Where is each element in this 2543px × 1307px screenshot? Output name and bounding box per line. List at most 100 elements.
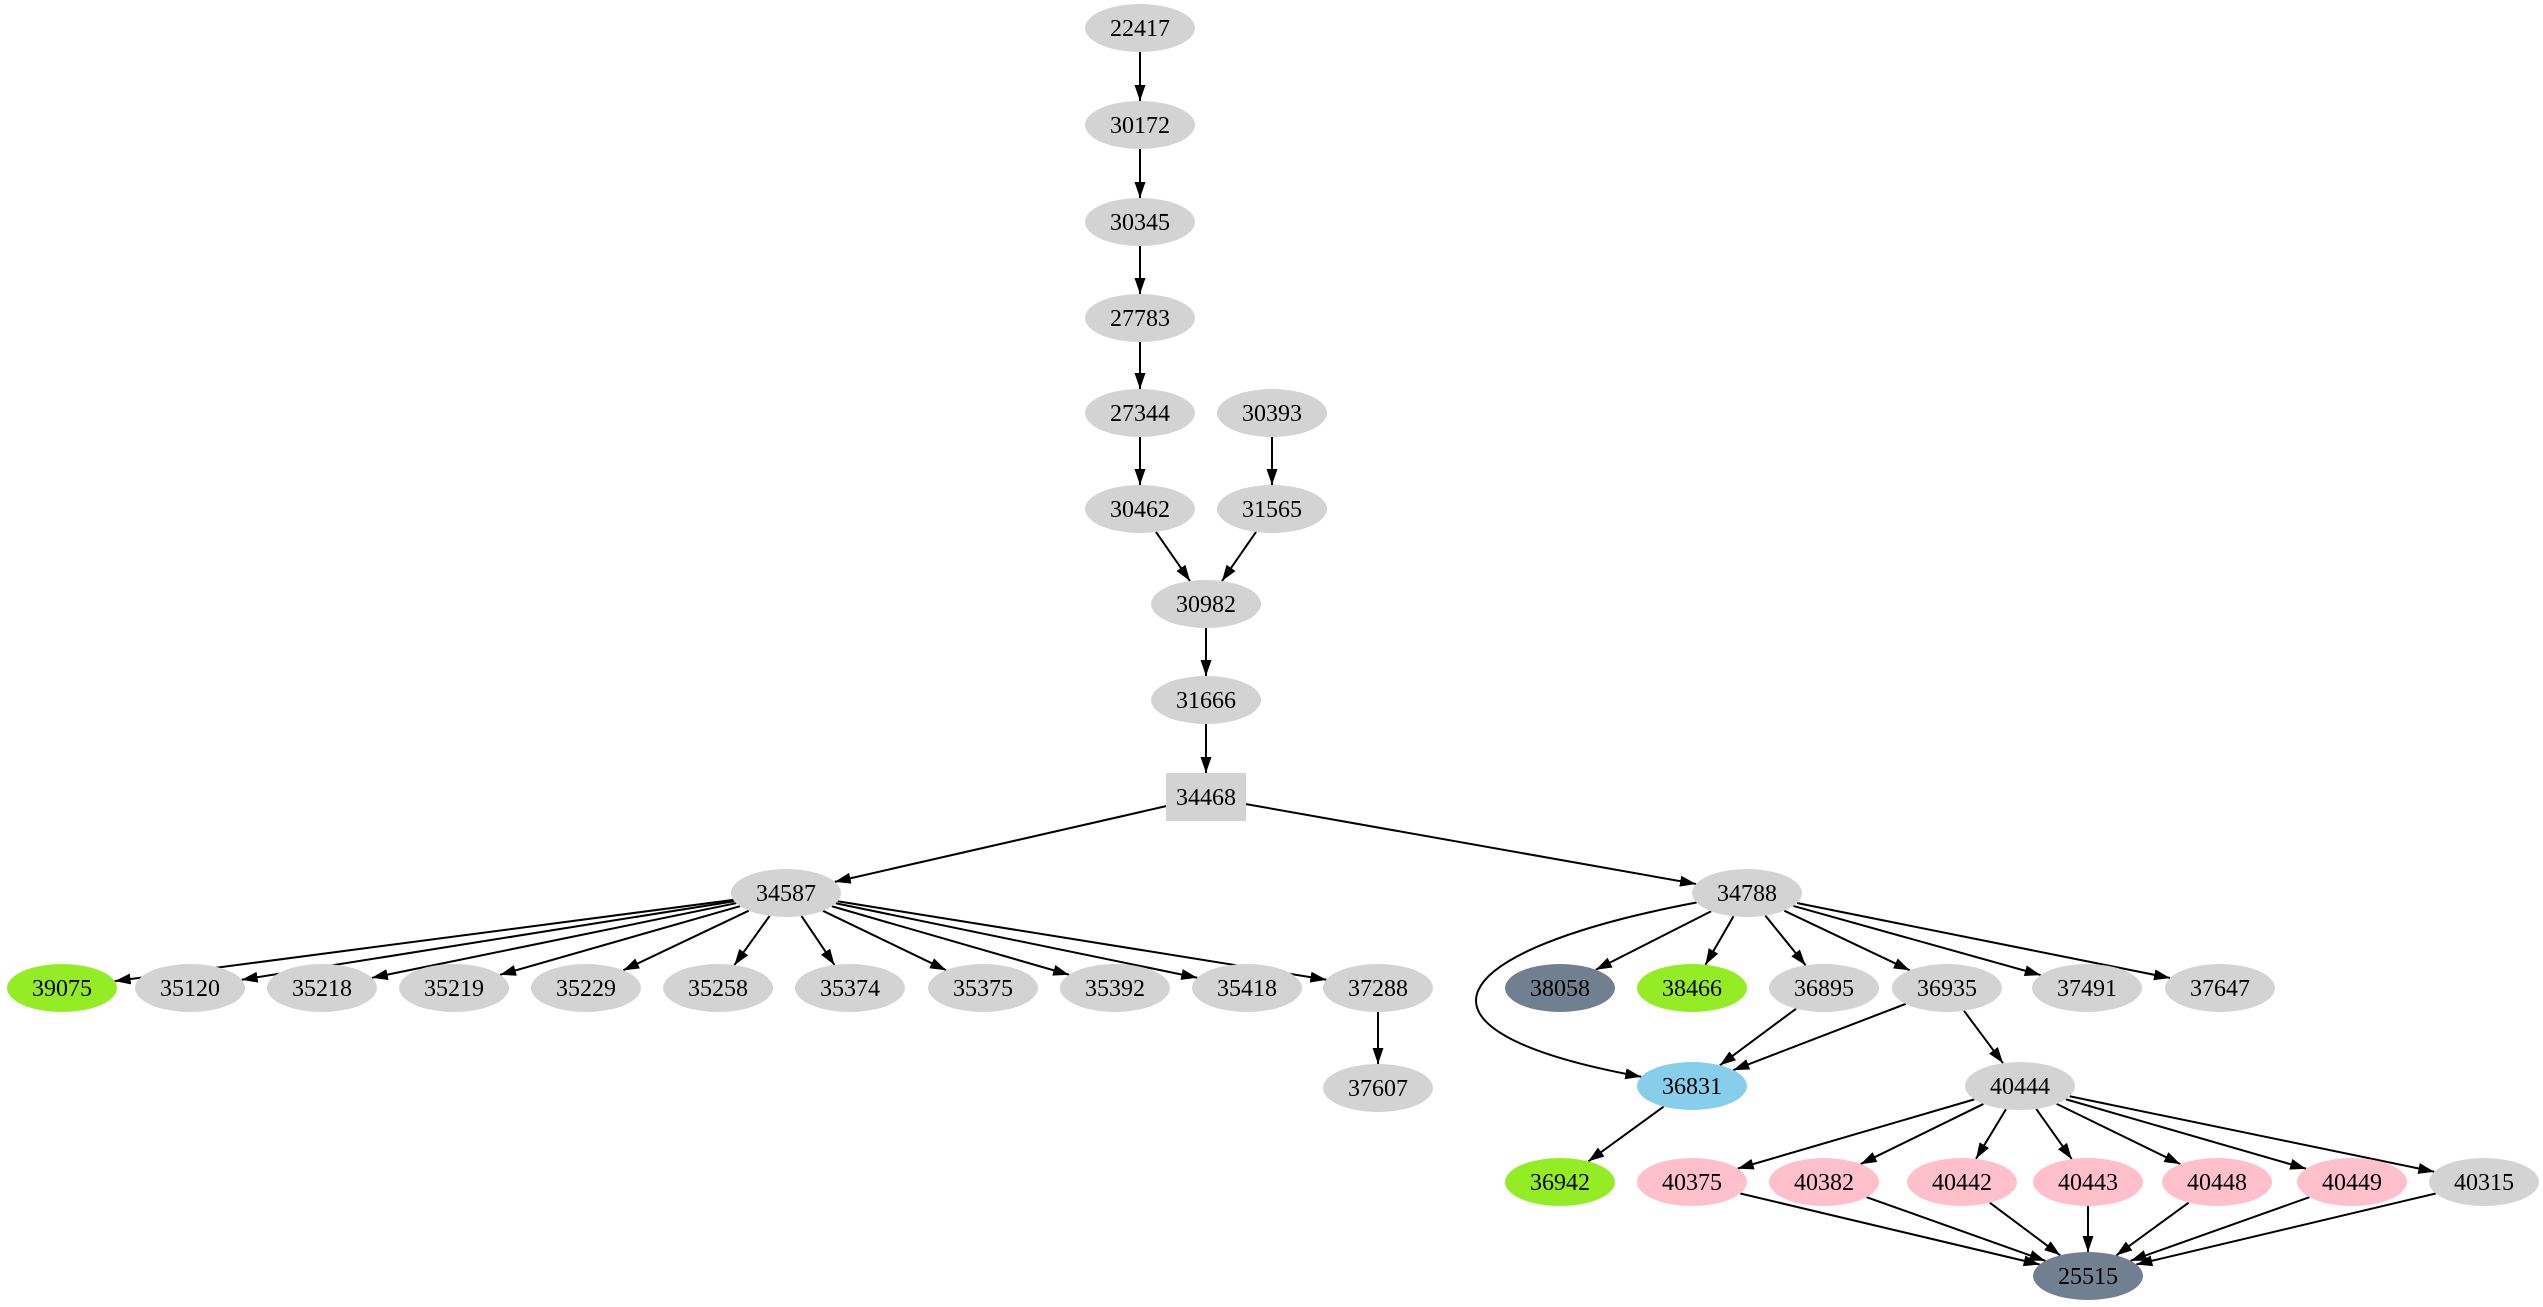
node-label: 34468 <box>1176 785 1236 811</box>
node-30345: 30345 <box>1085 198 1195 246</box>
node-ellipse-shape <box>1965 1062 2075 1110</box>
edge-36935-36831 <box>1732 1002 1907 1072</box>
node-ellipse-shape <box>1637 1062 1747 1110</box>
node-27783: 27783 <box>1085 294 1195 342</box>
node-ellipse-shape <box>1151 676 1261 724</box>
node-ellipse-shape <box>1085 198 1195 246</box>
node-label: 36895 <box>1794 976 1854 1002</box>
node-ellipse-shape <box>1085 101 1195 149</box>
edge-34788-36895 <box>1764 914 1807 967</box>
node-label: 38058 <box>1530 976 1590 1002</box>
node-36831: 36831 <box>1637 1062 1747 1110</box>
node-label: 30172 <box>1110 113 1170 139</box>
node-38466: 38466 <box>1637 964 1747 1012</box>
node-35120: 35120 <box>135 964 245 1012</box>
edge-40444-40375 <box>1737 1098 1975 1170</box>
node-ellipse-shape <box>731 869 841 917</box>
edge-40382-25515 <box>1866 1196 2046 1262</box>
edge-36895-36831 <box>1719 1007 1797 1067</box>
edge-40449-25515 <box>2130 1196 2310 1262</box>
node-ellipse-shape <box>663 964 773 1012</box>
node-40315: 40315 <box>2429 1158 2539 1206</box>
edge-34587-35218 <box>371 902 737 980</box>
node-40382: 40382 <box>1769 1158 1879 1206</box>
edge-34788-38058 <box>1595 910 1712 971</box>
edge-34587-35258 <box>733 915 771 966</box>
node-ellipse-shape <box>267 964 377 1012</box>
edge-34587-35374 <box>800 915 836 966</box>
node-label: 27783 <box>1110 306 1170 332</box>
node-ellipse-shape <box>1217 485 1327 533</box>
node-label: 37607 <box>1348 1076 1408 1102</box>
edge-30462-30982 <box>1155 531 1191 582</box>
node-27344: 27344 <box>1085 389 1195 437</box>
edge-40444-40443 <box>2035 1108 2073 1160</box>
node-label: 40444 <box>1990 1074 2050 1100</box>
node-ellipse-shape <box>2165 964 2275 1012</box>
node-ellipse-shape <box>1637 964 1747 1012</box>
node-label: 31565 <box>1242 497 1302 523</box>
node-ellipse-shape <box>1637 1158 1747 1206</box>
node-label: 37647 <box>2190 976 2250 1002</box>
edge-40444-40448 <box>2056 1102 2181 1166</box>
node-40444: 40444 <box>1965 1062 2075 1110</box>
node-label: 30462 <box>1110 497 1170 523</box>
node-30172: 30172 <box>1085 101 1195 149</box>
node-38058: 38058 <box>1505 964 1615 1012</box>
node-37491: 37491 <box>2032 964 2142 1012</box>
node-40375: 40375 <box>1637 1158 1747 1206</box>
node-ellipse-shape <box>1323 964 1433 1012</box>
edge-34587-35229 <box>622 909 750 972</box>
edge-40444-40449 <box>2065 1098 2307 1170</box>
node-label: 35120 <box>160 976 220 1002</box>
node-label: 35258 <box>688 976 748 1002</box>
node-36942: 36942 <box>1505 1158 1615 1206</box>
edge-31565-30982 <box>1221 531 1257 582</box>
node-label: 30982 <box>1176 592 1236 618</box>
node-31666: 31666 <box>1151 676 1261 724</box>
edge-40444-40382 <box>1860 1103 1984 1165</box>
node-37288: 37288 <box>1323 964 1433 1012</box>
edge-40444-40442 <box>1975 1108 2007 1160</box>
node-label: 40382 <box>1794 1170 1854 1196</box>
node-label: 36831 <box>1662 1074 1722 1100</box>
edge-34788-37647 <box>1796 902 2171 981</box>
node-label: 36935 <box>1917 976 1977 1002</box>
node-label: 25515 <box>2058 1264 2118 1290</box>
node-ellipse-shape <box>2162 1158 2272 1206</box>
node-label: 27344 <box>1110 401 1170 427</box>
node-ellipse-shape <box>1151 580 1261 628</box>
node-ellipse-shape <box>2297 1158 2407 1206</box>
edge-36935-40444 <box>1963 1010 2004 1064</box>
node-ellipse-shape <box>1907 1158 2017 1206</box>
node-30393: 30393 <box>1217 389 1327 437</box>
edge-40375-25515 <box>1740 1192 2040 1267</box>
node-30982: 30982 <box>1151 580 1261 628</box>
node-label: 34587 <box>756 881 816 907</box>
node-label: 36942 <box>1530 1170 1590 1196</box>
node-40443: 40443 <box>2033 1158 2143 1206</box>
node-40449: 40449 <box>2297 1158 2407 1206</box>
node-label: 40315 <box>2454 1170 2514 1196</box>
node-ellipse-shape <box>928 964 1038 1012</box>
node-35374: 35374 <box>795 964 905 1012</box>
edge-34788-36831 <box>1475 901 1697 1080</box>
node-label: 40442 <box>1932 1170 1992 1196</box>
edge-34788-36935 <box>1783 909 1911 972</box>
node-ellipse-shape <box>1085 294 1195 342</box>
node-35229: 35229 <box>531 964 641 1012</box>
node-label: 38466 <box>1662 976 1722 1002</box>
node-34468: 34468 <box>1166 773 1246 821</box>
node-ellipse-shape <box>1060 964 1170 1012</box>
node-ellipse-shape <box>399 964 509 1012</box>
node-ellipse-shape <box>1692 869 1802 917</box>
node-39075: 39075 <box>7 964 117 1012</box>
node-label: 40448 <box>2187 1170 2247 1196</box>
node-ellipse-shape <box>1769 964 1879 1012</box>
edge-36831-36942 <box>1587 1105 1665 1163</box>
node-label: 35375 <box>953 976 1013 1002</box>
node-label: 22417 <box>1110 16 1170 42</box>
node-label: 37288 <box>1348 976 1408 1002</box>
node-34587: 34587 <box>731 869 841 917</box>
